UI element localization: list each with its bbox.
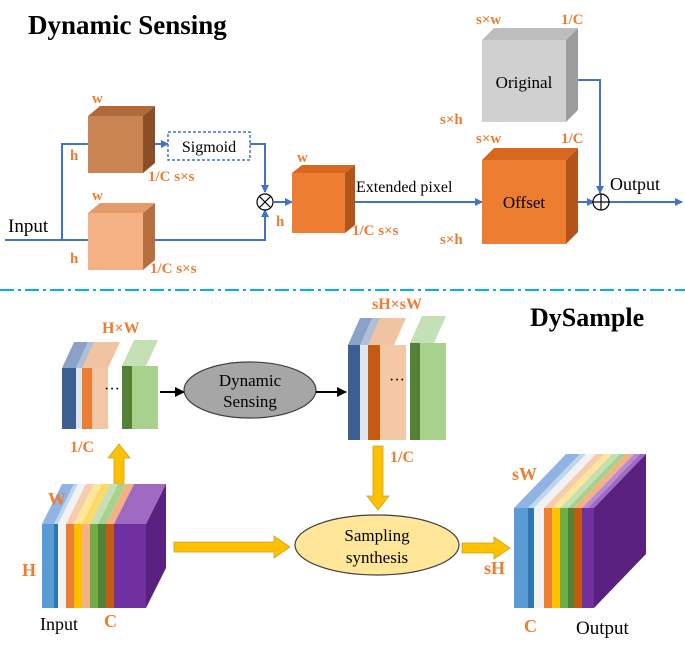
- right-stack-c: 1/C: [390, 449, 414, 466]
- dynamic-sensing-line1: Dynamic: [219, 371, 282, 390]
- original-sh: s×h: [440, 112, 463, 128]
- top-input-label: Input: [8, 216, 49, 237]
- offset-label: Offset: [503, 193, 545, 212]
- bottom-cube-h: h: [70, 251, 79, 267]
- original-label: Original: [496, 73, 553, 92]
- dynamic-sensing-title: Dynamic Sensing: [28, 10, 227, 40]
- input-cube-c: C: [104, 611, 117, 631]
- original-c: 1/C: [561, 12, 584, 28]
- sampling-line2: synthesis: [346, 548, 408, 567]
- left-stack-hw: H×W: [102, 320, 140, 337]
- output-cube-c: C: [524, 616, 537, 636]
- right-stack-shsw: sH×sW: [372, 296, 422, 313]
- output-cube-sh: sH: [484, 558, 505, 578]
- original-sw: s×w: [476, 12, 501, 28]
- merged-cube-w: w: [297, 150, 308, 166]
- offset-cube: [482, 148, 578, 244]
- sigmoid-label: Sigmoid: [182, 139, 236, 156]
- merged-cube-h: h: [276, 214, 285, 230]
- sampling-synthesis-node: [294, 514, 460, 576]
- right-stack-dots: ···: [389, 372, 405, 389]
- top-output-label: Output: [610, 174, 660, 194]
- dysample-title: DySample: [530, 303, 644, 332]
- bottom-cube-w: w: [92, 188, 103, 204]
- merged-cube-c-ss: 1/C s×s: [352, 223, 399, 239]
- input-feature-cube: [42, 484, 166, 608]
- offset-sw: s×w: [476, 131, 501, 147]
- add-operator-icon: [592, 193, 610, 211]
- merged-cube: [292, 165, 355, 233]
- output-feature-cube: [514, 454, 646, 608]
- left-stack-c: 1/C: [70, 439, 94, 456]
- extended-pixel-label: Extended pixel: [356, 179, 453, 196]
- input-branch-lines: [5, 79, 683, 241]
- yellow-flow-arrows: [107, 443, 511, 560]
- dynamic-sensing-node: [183, 361, 317, 419]
- bottom-input-label: Input: [40, 614, 78, 634]
- offset-sh: s×h: [440, 232, 463, 248]
- multiply-operator-icon: [256, 193, 274, 211]
- low-res-feature-stack: [62, 340, 158, 429]
- input-cube-w: W: [48, 489, 66, 509]
- bottom-branch-cube: [88, 203, 155, 270]
- input-cube-h: H: [22, 560, 36, 580]
- top-cube-c-ss: 1/C s×s: [148, 169, 195, 185]
- sigmoid-box: [167, 131, 251, 161]
- high-res-feature-stack: [348, 316, 446, 440]
- offset-c: 1/C: [561, 131, 584, 147]
- bottom-output-label: Output: [576, 618, 630, 639]
- sampling-line1: Sampling: [344, 526, 410, 545]
- dynamic-sensing-line2: Sensing: [223, 392, 277, 411]
- top-cube-h: h: [70, 148, 79, 164]
- original-cube: [482, 28, 578, 122]
- top-cube-w: w: [92, 91, 103, 107]
- bottom-cube-c-ss: 1/C s×s: [150, 261, 197, 277]
- left-stack-dots: ···: [104, 381, 120, 398]
- output-cube-sw: sW: [512, 464, 537, 484]
- top-branch-cube: [88, 106, 155, 173]
